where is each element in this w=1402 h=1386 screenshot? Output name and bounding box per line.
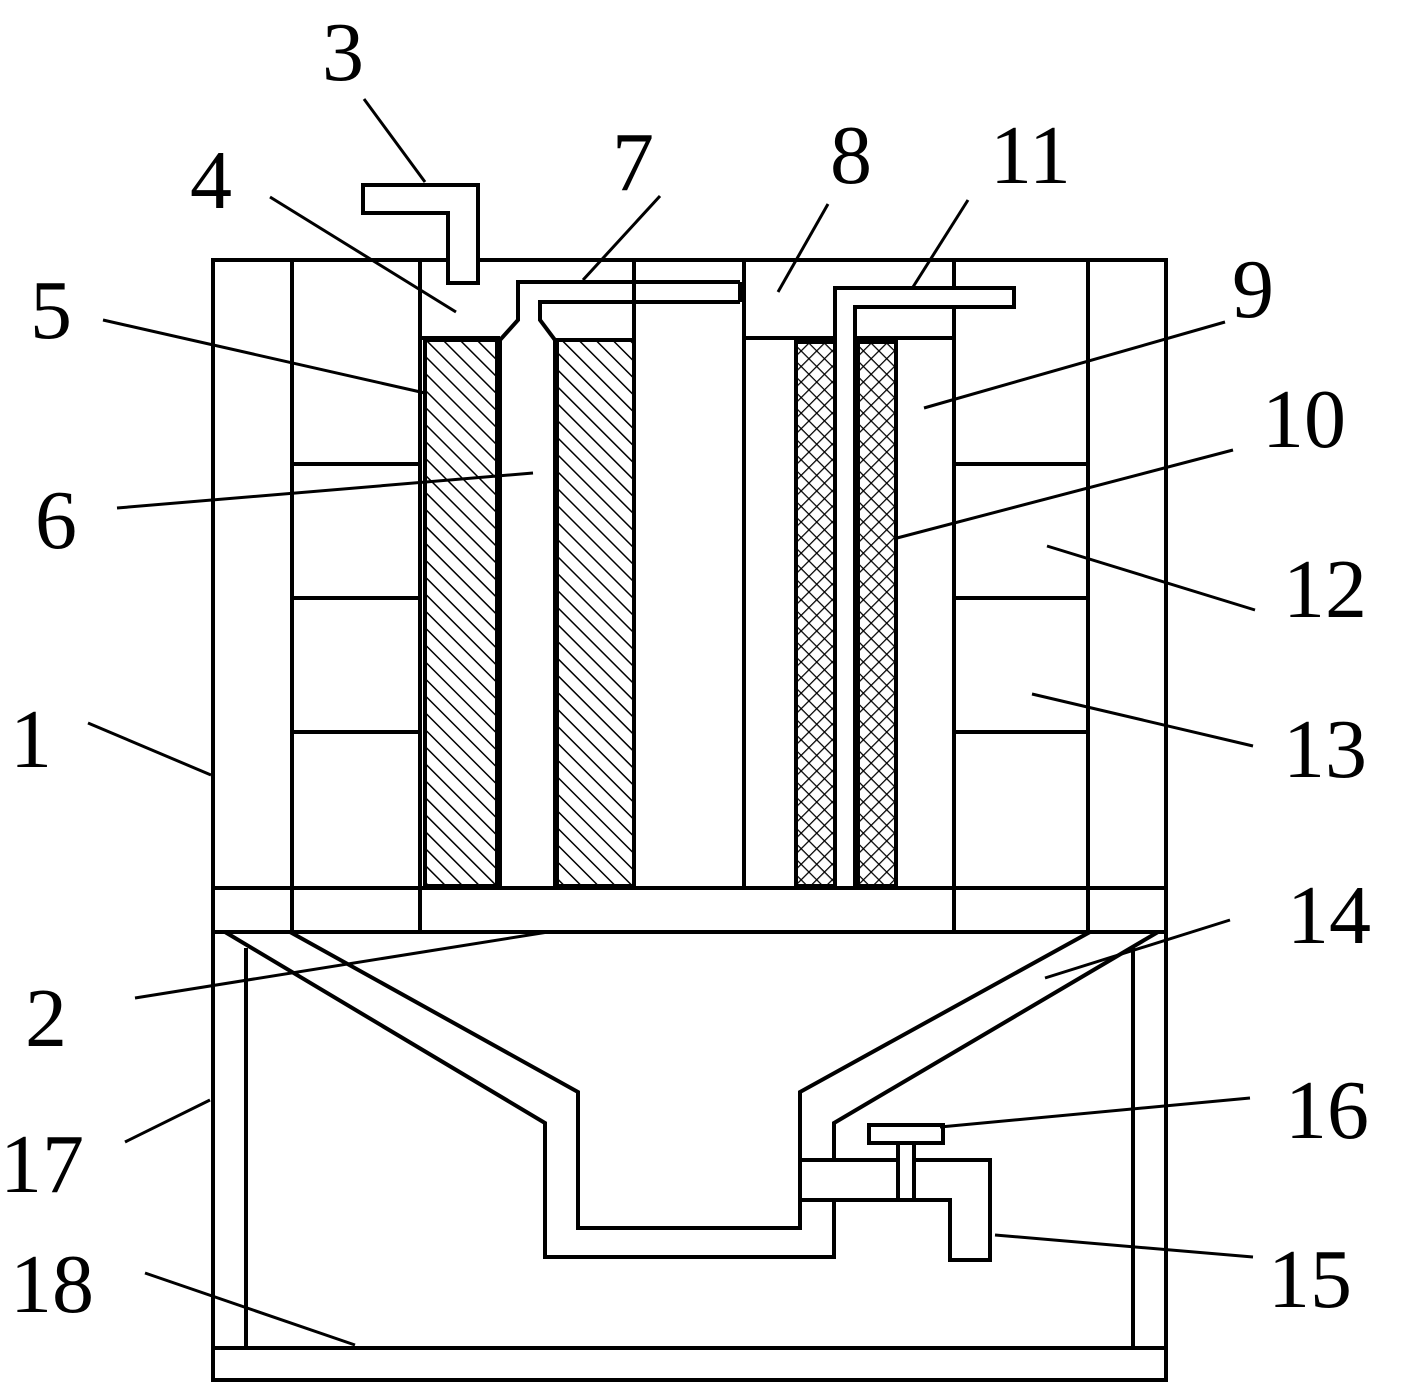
drain-tap [798, 1123, 992, 1262]
label-10: 10 [1262, 373, 1346, 466]
central-pipe [498, 280, 742, 888]
right-column [952, 260, 1090, 932]
label-7: 7 [612, 116, 654, 209]
label-6: 6 [35, 474, 77, 567]
label-18: 18 [10, 1238, 94, 1331]
filter-layer-right [555, 338, 636, 888]
label-12: 12 [1283, 543, 1367, 636]
mesh-filter-left [794, 340, 837, 888]
label-9: 9 [1232, 243, 1274, 336]
mesh-filter-right [856, 340, 898, 888]
label-13: 13 [1283, 703, 1367, 796]
label-2: 2 [25, 972, 67, 1065]
left-column [290, 260, 422, 932]
label-3: 3 [322, 6, 364, 99]
label-11: 11 [990, 109, 1071, 202]
lower-housing [211, 932, 1168, 1382]
leader-lines [87, 98, 1256, 1347]
label-4: 4 [190, 134, 232, 227]
label-15: 15 [1268, 1233, 1352, 1326]
part-labels: 3 4 5 6 7 8 11 9 10 12 13 1 2 14 16 15 1… [0, 6, 1371, 1331]
outlet-pipe [833, 286, 1016, 890]
label-1: 1 [10, 693, 52, 786]
inlet-pipe [361, 183, 480, 285]
label-16: 16 [1285, 1064, 1369, 1157]
collection-funnel [223, 930, 1160, 1259]
label-17: 17 [0, 1118, 84, 1211]
label-14: 14 [1287, 869, 1371, 962]
filter-layer-left [423, 338, 499, 888]
label-5: 5 [30, 264, 72, 357]
label-8: 8 [830, 109, 872, 202]
